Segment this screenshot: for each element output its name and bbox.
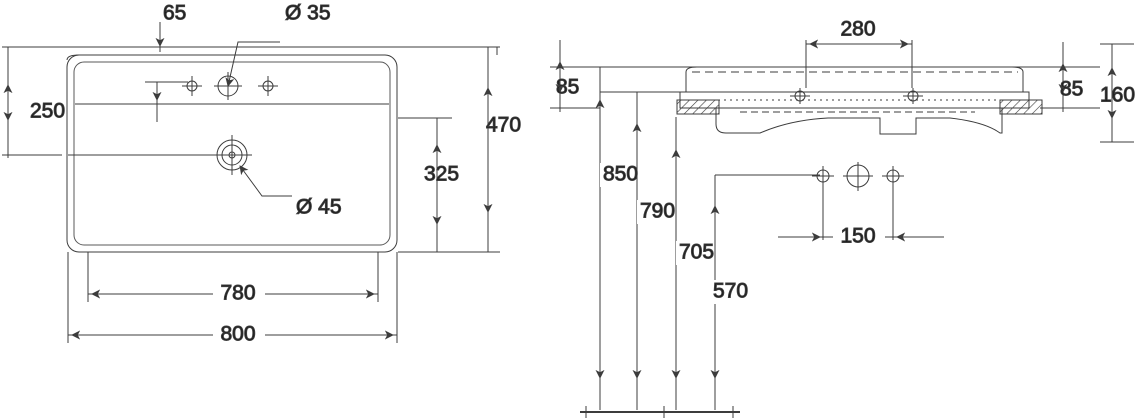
label-705: 705 <box>679 241 714 264</box>
dim-280-text-mask <box>833 20 885 42</box>
dim-850-text-mask <box>600 163 648 187</box>
dim-800-text-mask <box>213 324 265 346</box>
label-150: 150 <box>840 225 875 248</box>
label-85-left: 85 <box>556 76 579 99</box>
label-160: 160 <box>1100 84 1135 107</box>
label-790: 790 <box>640 200 675 223</box>
dim-705-text-mask <box>676 241 724 265</box>
tap-hole-left-plan <box>182 76 202 96</box>
basin-inner-outline <box>73 61 391 246</box>
label-780: 780 <box>220 282 255 305</box>
section-view-group: 280 85 85 160 850 <box>550 17 1136 418</box>
corner-tl <box>66 54 80 61</box>
label-diameter-35: Ø 35 <box>285 2 331 25</box>
tap-hole-centre-detail <box>843 162 873 191</box>
section-hole-left <box>790 88 810 104</box>
dim-790-text-mask <box>637 200 685 224</box>
section-hole-right <box>903 88 923 104</box>
label-325: 325 <box>424 163 459 186</box>
label-diameter-45: Ø 45 <box>296 196 342 219</box>
label-800: 800 <box>220 323 255 346</box>
label-85-right: 85 <box>1060 78 1083 101</box>
basin-outer-outline <box>66 54 398 253</box>
waste-hole-plan <box>212 135 252 175</box>
label-470: 470 <box>486 114 521 137</box>
section-rim-band <box>685 66 1024 93</box>
label-65: 65 <box>163 2 186 25</box>
bowl-profile <box>715 108 1003 135</box>
dim-570-text-mask <box>713 280 761 304</box>
leader-d45 <box>239 165 292 197</box>
label-280: 280 <box>840 18 875 41</box>
dim-150-text-mask <box>833 225 885 249</box>
leader-d35 <box>225 41 280 87</box>
fixing-hatch-left <box>676 99 720 115</box>
tap-hole-centre-plan <box>214 72 242 100</box>
plan-view-group: 65 Ø 35 <box>2 1 522 346</box>
tap-hole-right-plan <box>258 76 278 96</box>
dim-780-text-mask <box>213 283 265 305</box>
label-250: 250 <box>30 100 65 123</box>
label-850: 850 <box>603 163 638 186</box>
fixing-hatch-right <box>999 99 1043 115</box>
label-570: 570 <box>713 280 748 303</box>
